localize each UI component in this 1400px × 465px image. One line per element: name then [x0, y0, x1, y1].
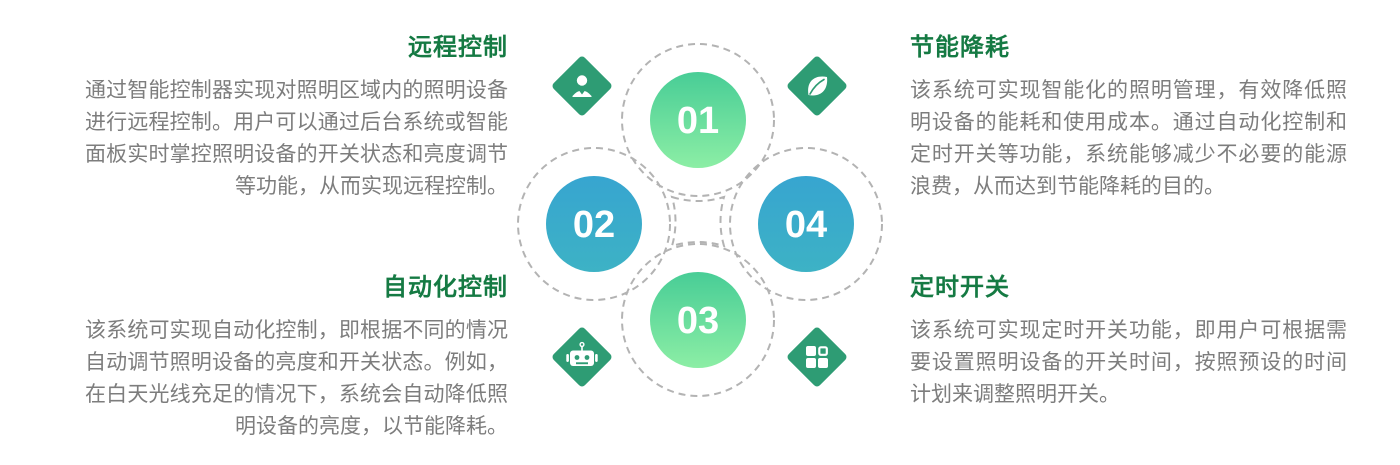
robot-icon: [566, 341, 598, 366]
circle-number-02: 02: [573, 204, 615, 246]
leaf-icon: [808, 76, 828, 96]
section-title: 节能降耗: [910, 34, 1010, 61]
circle-03: [650, 272, 746, 368]
section-body: 该系统可实现智能化的照明管理，有效降低照明设备的能耗和使用成本。通过自动化控制和…: [910, 79, 1347, 198]
center-dashed-square: [670, 195, 726, 248]
dashed-ring-01: [621, 43, 775, 197]
circle-02: [546, 176, 642, 272]
circle-number-03: 03: [677, 300, 719, 342]
section-energy-saving: 节能降耗 该系统可实现智能化的照明管理，有效降低照明设备的能耗和使用成本。通过自…: [910, 33, 1347, 203]
circle-01: [650, 72, 746, 168]
section-body: 该系统可实现定时开关功能，即用户可根据需要设置照明设备的开关时间，按照预设的时间…: [910, 319, 1347, 406]
circle-04: [758, 176, 854, 272]
grid-icon-diamond: [787, 327, 847, 387]
section-title: 定时开关: [910, 274, 1010, 301]
section-title: 自动化控制: [383, 274, 508, 301]
circle-number-04: 04: [785, 204, 827, 246]
section-body: 通过智能控制器实现对照明区域内的照明设备进行远程控制。用户可以通过后台系统或智能…: [85, 79, 508, 198]
circle-number-01: 01: [677, 100, 719, 142]
user-icon: [572, 75, 592, 97]
user-icon-diamond: [552, 56, 612, 116]
dashed-ring-03: [621, 243, 775, 397]
section-remote-control: 远程控制 通过智能控制器实现对照明区域内的照明设备进行远程控制。用户可以通过后台…: [85, 33, 508, 203]
section-timed-switch: 定时开关 该系统可实现定时开关功能，即用户可根据需要设置照明设备的开关时间，按照…: [910, 273, 1347, 411]
dashed-ring-04: [729, 147, 883, 301]
section-automation-control: 自动化控制 该系统可实现自动化控制，即根据不同的情况自动调节照明设备的亮度和开关…: [85, 273, 508, 443]
dashed-ring-02: [517, 147, 671, 301]
section-body: 该系统可实现自动化控制，即根据不同的情况自动调节照明设备的亮度和开关状态。例如，…: [85, 319, 508, 438]
grid-icon: [806, 346, 828, 368]
section-title: 远程控制: [408, 34, 508, 61]
